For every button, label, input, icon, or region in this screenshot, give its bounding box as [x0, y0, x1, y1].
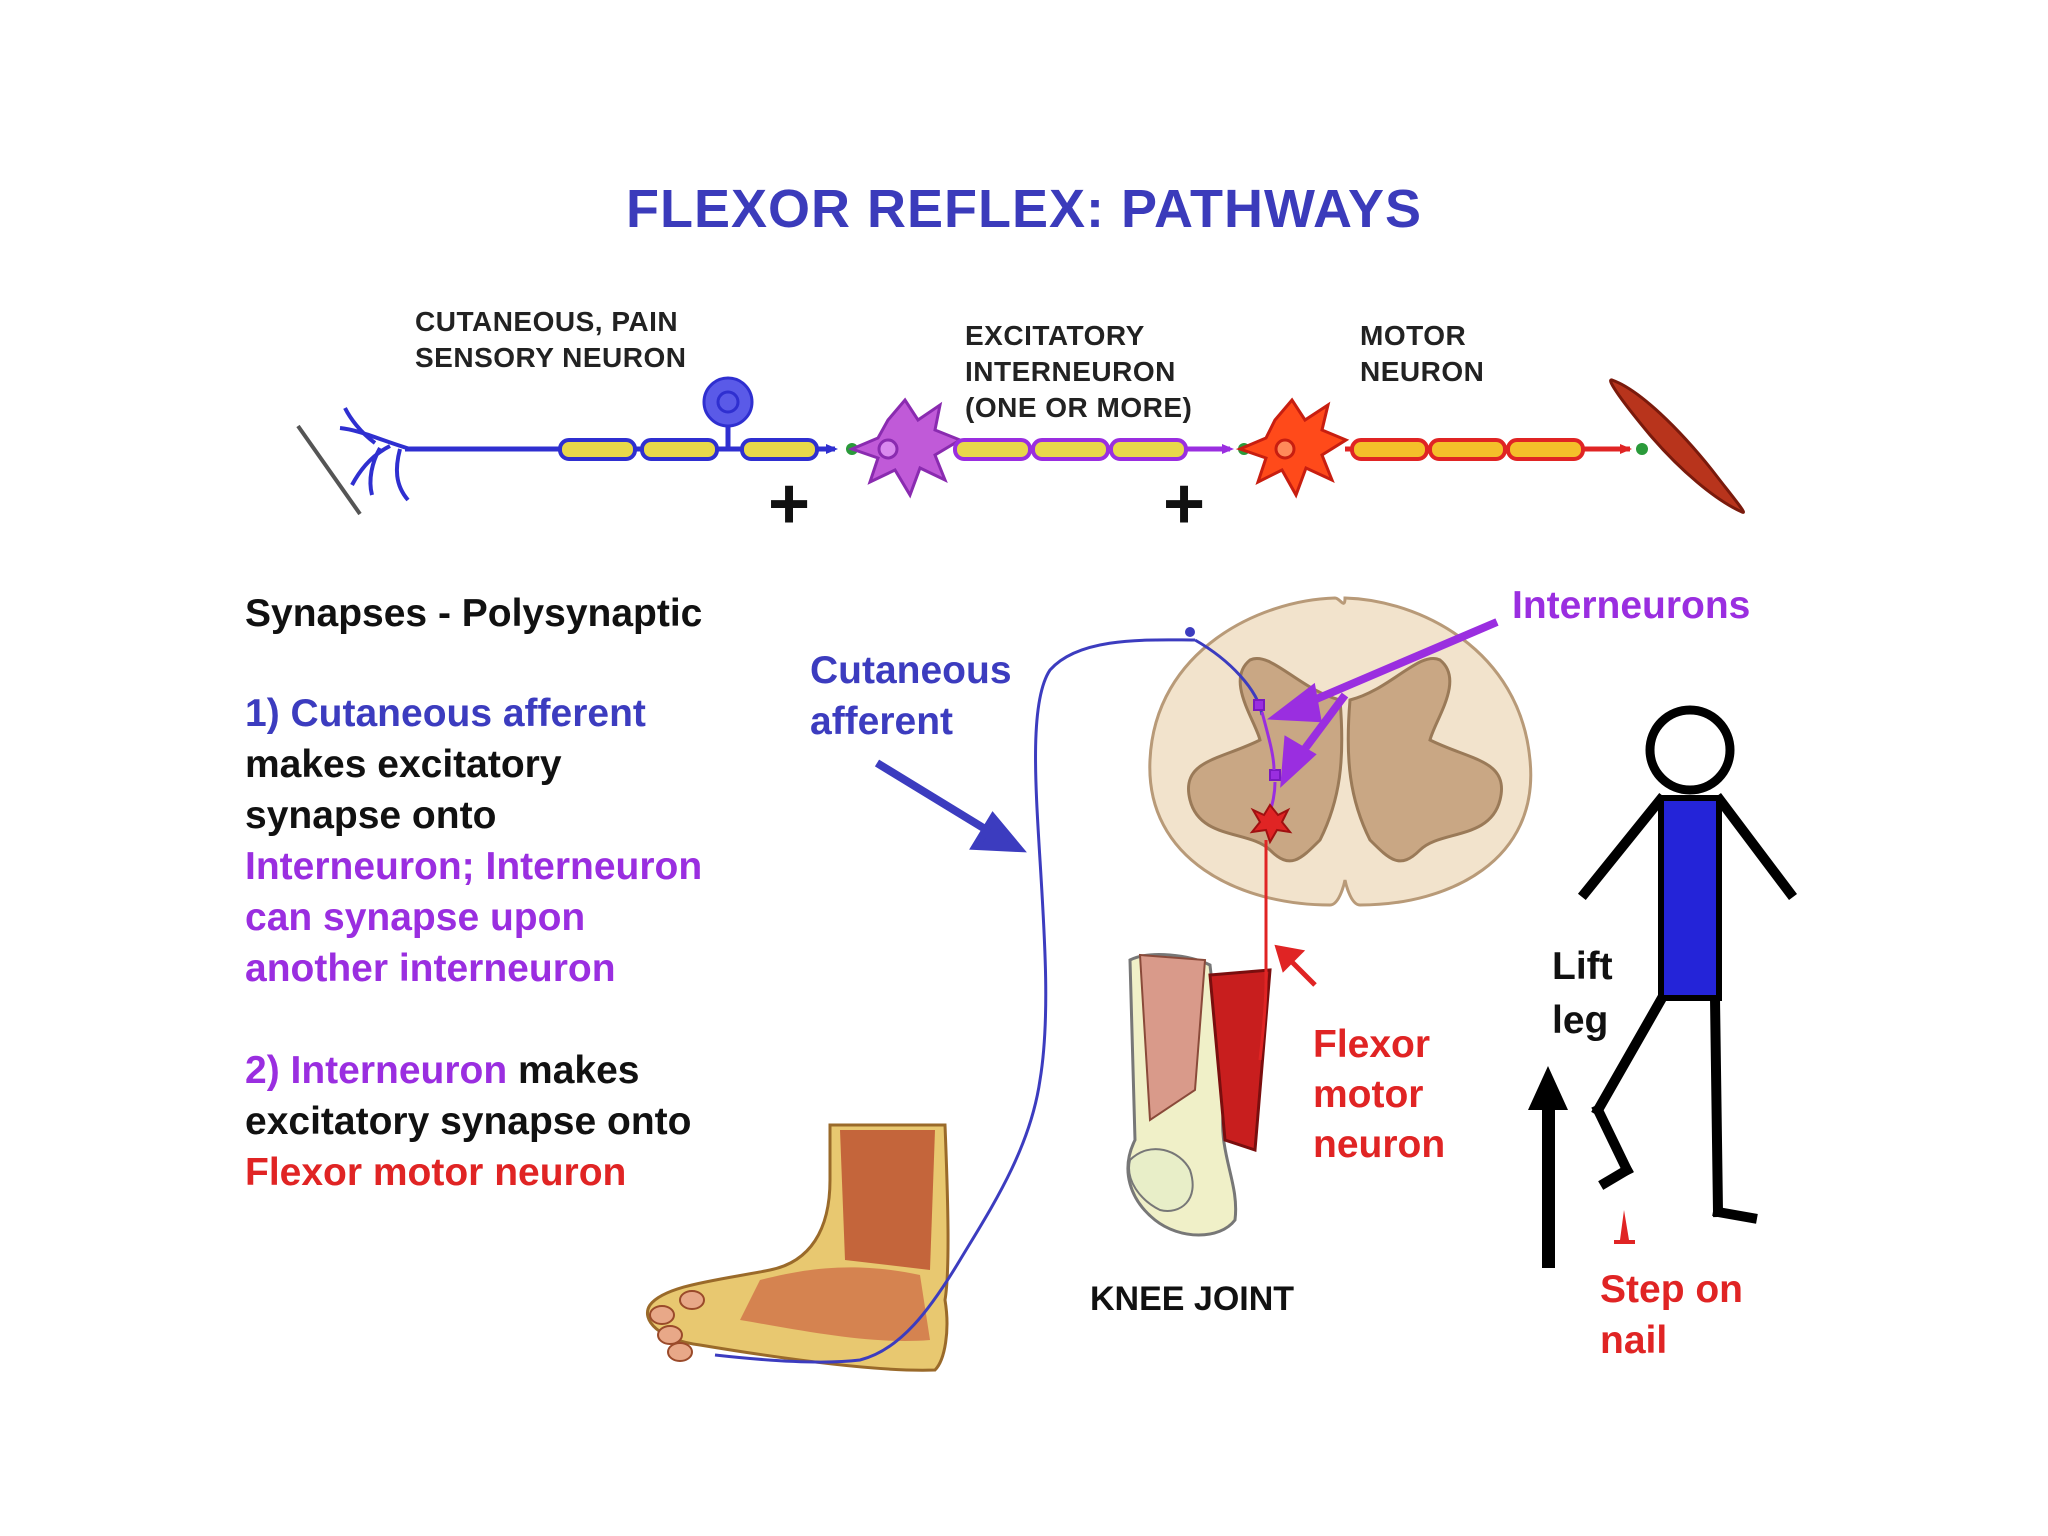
sensory-soma: [702, 376, 754, 449]
plus-sign-1: +: [768, 464, 811, 544]
sensory-dendrites: [339, 407, 411, 502]
paragraph-1: 1) Cutaneous afferent makes excitatory s…: [245, 692, 703, 990]
paragraph-2: 2) Interneuron makes excitatory synapse …: [245, 1049, 692, 1194]
sensory-myelin: [558, 438, 819, 461]
stick-figure-torso: [1658, 795, 1722, 1001]
plus-sign-2: +: [1163, 464, 1206, 544]
sensory-neuron-caption: CUTANEOUS, PAIN SENSORY NEURON: [415, 306, 687, 373]
interneuron-myelin: [953, 438, 1188, 461]
knee-joint-illustration: [1126, 953, 1272, 1237]
interneuron-caption: EXCITATORY INTERNEURON (ONE OR MORE): [965, 320, 1193, 423]
step-on-nail-label: Step on nail: [1600, 1268, 1743, 1362]
cutaneous-afferent-nerve: [714, 638, 1196, 1364]
nail-icon: [1614, 1210, 1635, 1244]
synapses-heading: Synapses - Polysynaptic: [245, 592, 703, 635]
flexor-motor-arrow: [1274, 944, 1317, 987]
muscle-icon: [1609, 378, 1745, 514]
motor-neuron-cell: [1235, 397, 1350, 499]
knee-joint-label: KNEE JOINT: [1090, 1280, 1295, 1318]
lift-leg-label: Lift leg: [1552, 945, 1613, 1042]
spinal-cord-section: [1148, 596, 1533, 907]
motor-neuron-caption: MOTOR NEURON: [1360, 320, 1485, 387]
motor-myelin: [1350, 438, 1585, 461]
flexor-motor-neuron-label: Flexor motor neuron: [1313, 1023, 1446, 1166]
flexor-motor-efferent: [1258, 840, 1268, 1061]
motor-neuron-in-cord: [1249, 803, 1293, 845]
cutaneous-afferent-label: Cutaneous afferent: [810, 649, 1012, 743]
skin-surface-line: [296, 424, 362, 516]
synapse-3: [1636, 443, 1648, 455]
stick-figure: [1577, 705, 1798, 1224]
foot-illustration: [646, 1123, 950, 1372]
interneuron-cell: [847, 397, 964, 499]
page-title: FLEXOR REFLEX: PATHWAYS: [625, 179, 1423, 239]
lift-leg-arrow: [1528, 1066, 1568, 1268]
interneurons-label: Interneurons: [1512, 584, 1751, 627]
cutaneous-afferent-arrow: [874, 759, 1027, 853]
interneurons-arrows: [1266, 618, 1499, 788]
